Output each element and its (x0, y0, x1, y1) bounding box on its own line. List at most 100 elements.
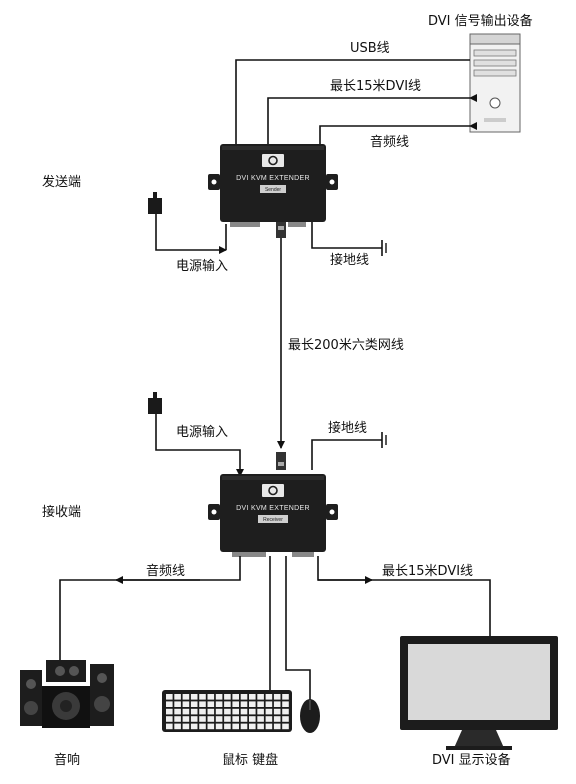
keyboard-key (240, 701, 248, 707)
speakers-image (20, 660, 114, 728)
mouse-image (300, 699, 320, 733)
keyboard-key (282, 716, 289, 722)
keyboard-key (199, 694, 206, 700)
keyboard-key (207, 716, 215, 722)
keyboard-key (224, 694, 231, 700)
keyboard-key (257, 694, 264, 700)
keyboard-key (249, 694, 256, 700)
ground-symbol-receiver (381, 432, 387, 448)
usb-cable-line (235, 59, 470, 146)
keyboard-key (232, 723, 239, 730)
keyboard-key (257, 708, 264, 715)
keyboard-key (174, 708, 181, 715)
keyboard-key (273, 701, 281, 707)
keyboard-key (199, 723, 206, 730)
receiver-side-label: 接收端 (42, 505, 82, 520)
keyboard-key (257, 716, 264, 722)
source-device-label: DVI 信号输出设备 (428, 14, 533, 29)
keyboard-key (207, 694, 215, 700)
power-input-label-sender: 电源输入 (176, 259, 229, 274)
keyboard-key (207, 701, 215, 707)
keyboard-key (215, 716, 223, 722)
power-line-receiver (155, 414, 244, 477)
keyboard-key (199, 708, 206, 715)
keyboard-key (282, 694, 289, 700)
keyboard-key (199, 716, 206, 722)
dvi-cable-label-sender: 最长15米DVI线 (330, 79, 422, 94)
ground-label-receiver: 接地线 (328, 421, 368, 436)
ground-line-sender (311, 222, 382, 249)
power-adapter-receiver (148, 392, 162, 414)
keyboard-key (166, 694, 173, 700)
keyboard-key (174, 723, 181, 730)
speakers-label: 音响 (54, 753, 81, 768)
keyboard-image (162, 690, 292, 732)
keyboard-key (174, 694, 181, 700)
keyboard-key (207, 708, 215, 715)
usb-cable-label: USB线 (350, 41, 390, 56)
keyboard-key (232, 701, 239, 707)
keyboard-key (249, 708, 256, 715)
keyboard-key (224, 716, 231, 722)
ground-symbol-sender (381, 240, 387, 256)
keyboard-key (182, 723, 190, 730)
keyboard-key (182, 701, 190, 707)
keyboard-key (166, 723, 173, 730)
keyboard-key (240, 723, 248, 730)
sender-unit: DVI KVM EXTENDER Sender (208, 144, 338, 227)
keyboard-key (265, 716, 273, 722)
keyboard-key (282, 723, 289, 730)
mouse-keyboard-label: 鼠标 键盘 (222, 753, 279, 768)
mouse-cable-line (285, 556, 311, 700)
dvi-cable-label-receiver: 最长15米DVI线 (382, 564, 474, 579)
keyboard-key (199, 701, 206, 707)
keyboard-key (190, 716, 198, 722)
keyboard-key (215, 701, 223, 707)
sender-side-label: 发送端 (42, 175, 82, 190)
ground-label-sender: 接地线 (330, 253, 370, 268)
keyboard-key (215, 708, 223, 715)
keyboard-key (240, 694, 248, 700)
audio-cable-label-sender: 音频线 (370, 135, 410, 150)
receiver-unit: DVI KVM EXTENDER Receiver (208, 474, 338, 557)
keyboard-key (240, 708, 248, 715)
monitor-image (400, 636, 558, 750)
keyboard-key (282, 708, 289, 715)
sender-unit-tag: Sender (265, 187, 281, 193)
keyboard-key (174, 701, 181, 707)
keyboard-key (224, 708, 231, 715)
keyboard-key (273, 694, 281, 700)
keyboard-key (265, 694, 273, 700)
rj45-connector-receiver (276, 452, 286, 470)
power-adapter-sender (148, 192, 162, 214)
pc-tower (469, 33, 521, 133)
keyboard-key (240, 716, 248, 722)
keyboard-key (273, 708, 281, 715)
power-line-sender (155, 214, 227, 254)
keyboard-key (182, 716, 190, 722)
keyboard-key (273, 716, 281, 722)
dvi-cable-line-sender (267, 94, 477, 146)
keyboard-key (166, 716, 173, 722)
keyboard-key (265, 723, 273, 730)
keyboard-key (190, 723, 198, 730)
keyboard-key (282, 701, 289, 707)
receiver-unit-name: DVI KVM EXTENDER (236, 505, 310, 512)
keyboard-key (190, 694, 198, 700)
keyboard-key (166, 708, 173, 715)
keyboard-key (224, 701, 231, 707)
sender-unit-name: DVI KVM EXTENDER (236, 175, 310, 182)
keyboard-key (174, 716, 181, 722)
keyboard-key (215, 723, 223, 730)
dvi-cable-line-receiver (317, 556, 491, 636)
keyboard-key (257, 701, 264, 707)
keyboard-key (166, 701, 173, 707)
keyboard-key (207, 723, 215, 730)
keyboard-key (215, 694, 223, 700)
audio-cable-line-sender (319, 122, 477, 146)
keyboard-key (190, 701, 198, 707)
keyboard-key (249, 701, 256, 707)
keyboard-key (224, 723, 231, 730)
display-device-label: DVI 显示设备 (432, 753, 511, 768)
